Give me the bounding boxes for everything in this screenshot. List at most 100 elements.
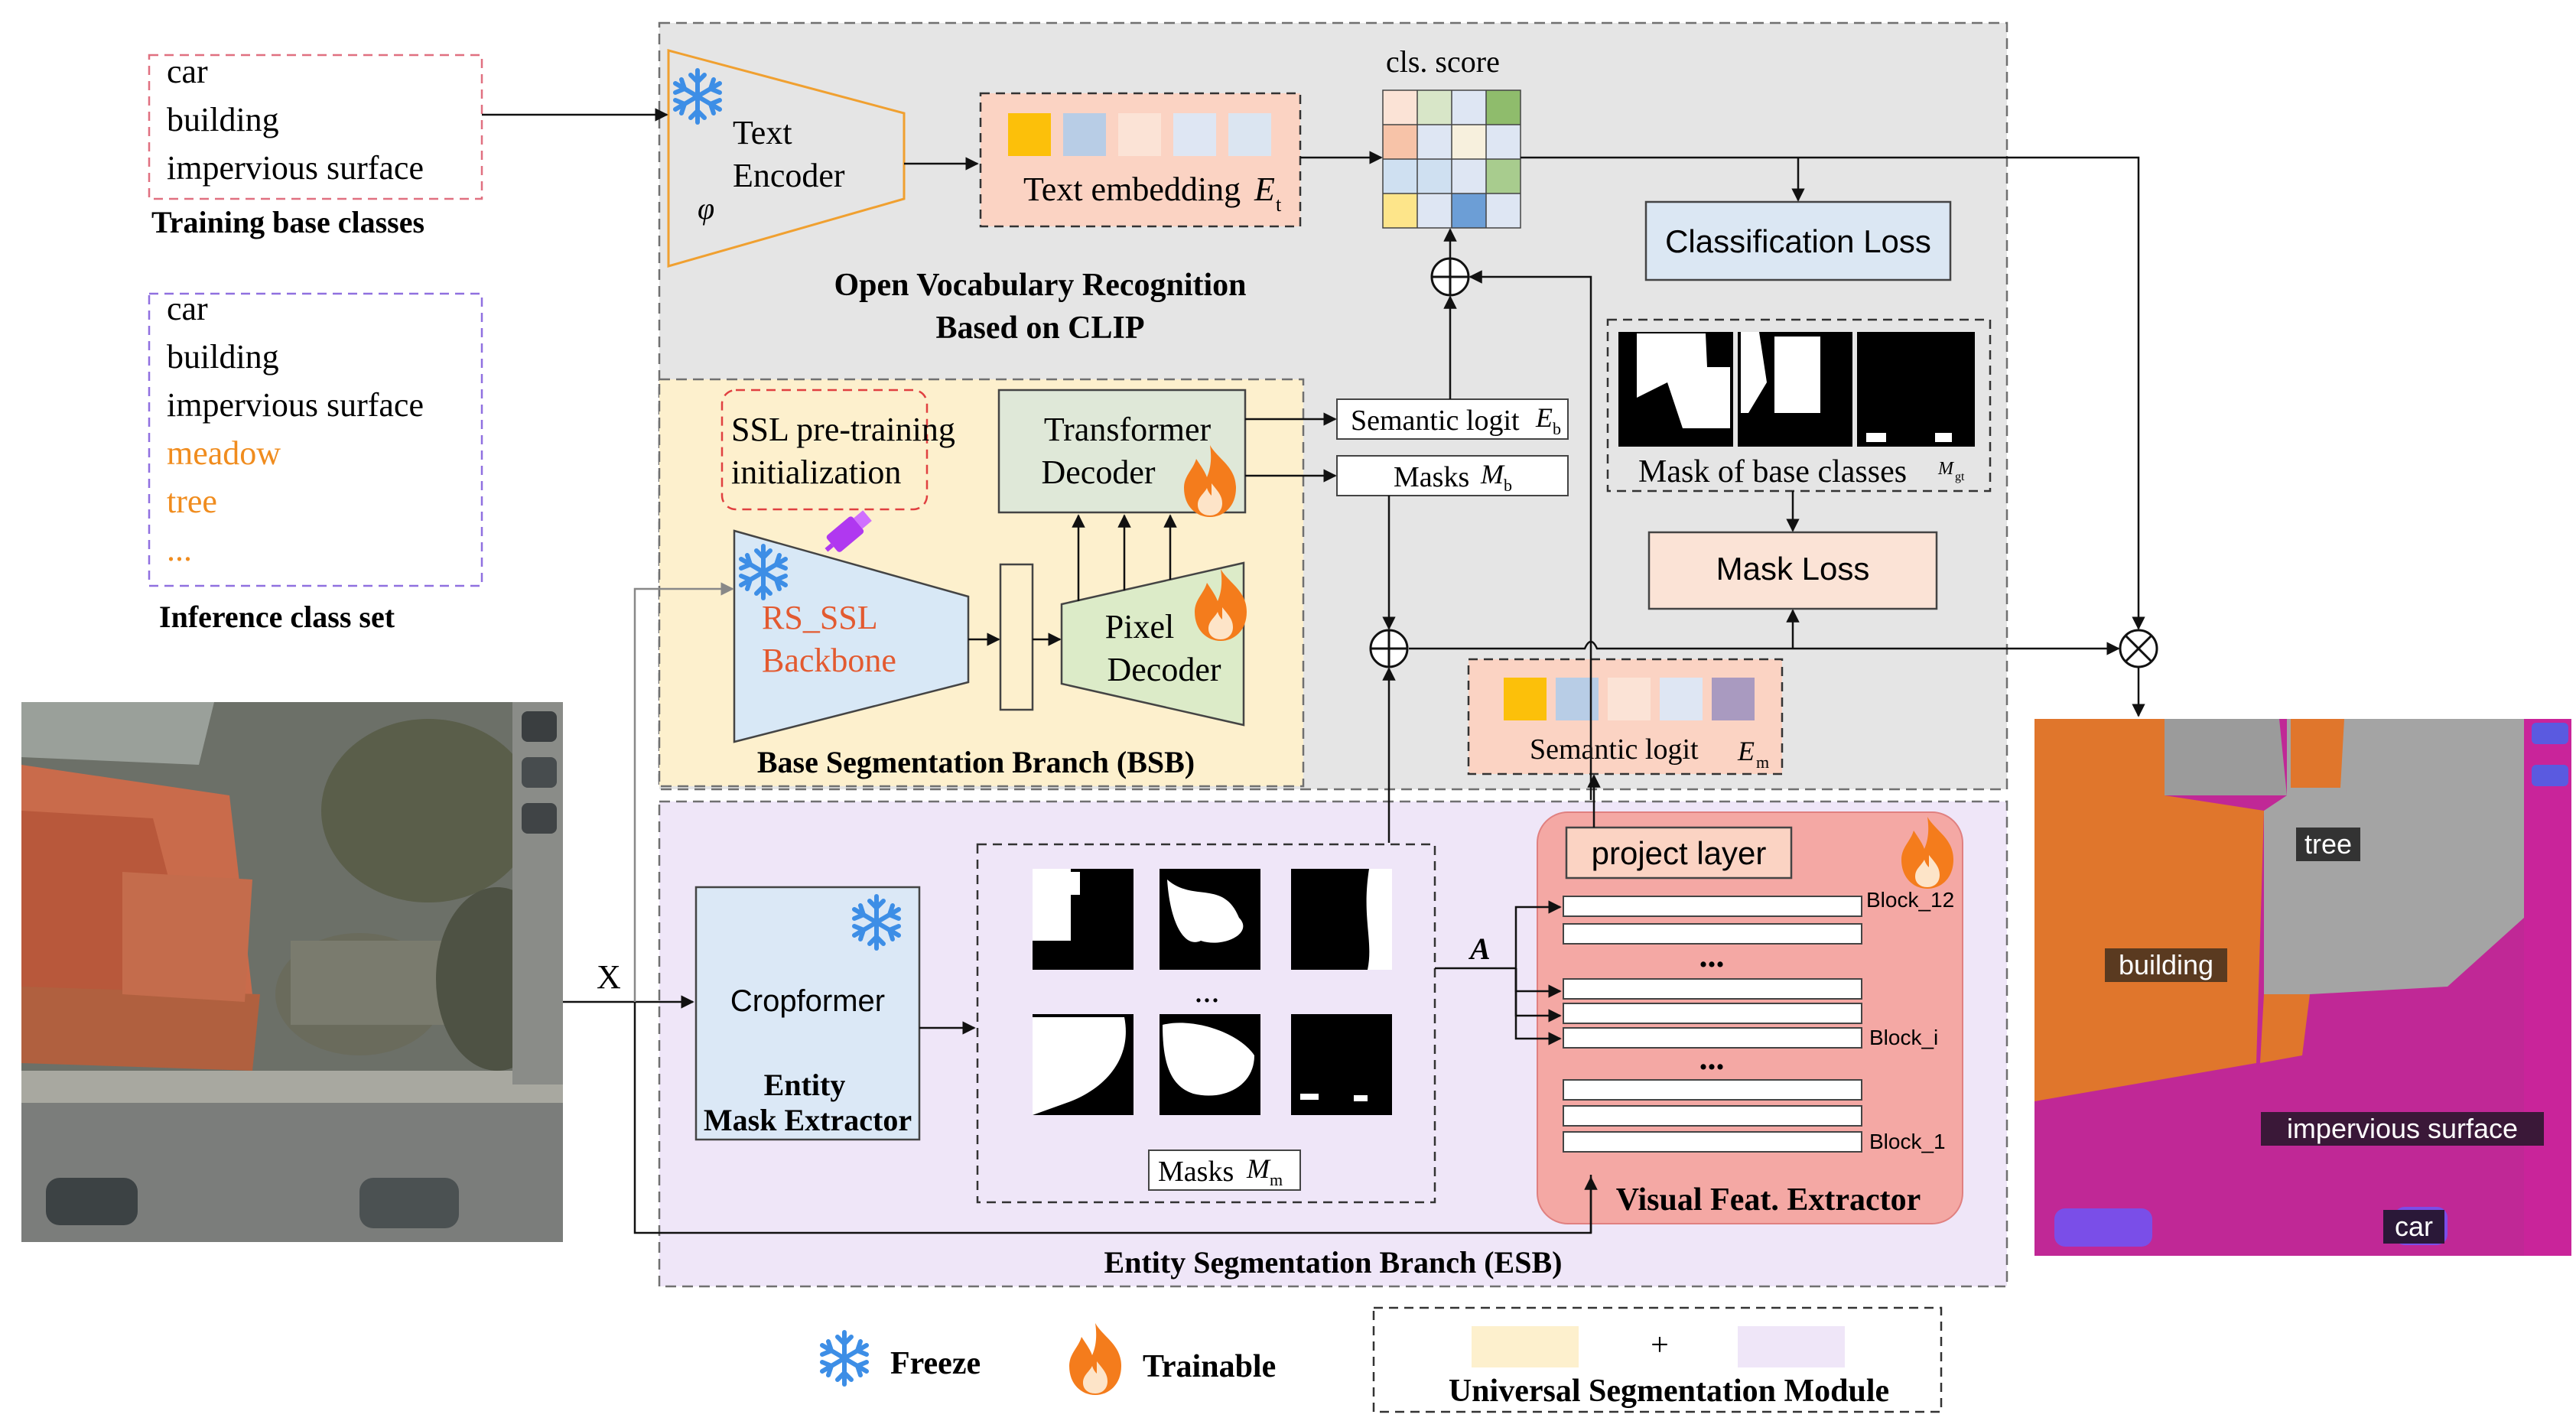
input-aerial-image — [21, 702, 563, 1242]
svg-text:b: b — [1553, 419, 1561, 438]
svg-text:Cropformer: Cropformer — [730, 984, 885, 1018]
embedding-cell — [1173, 113, 1216, 156]
svg-text:Mask Loss: Mask Loss — [1716, 551, 1870, 587]
svg-text:Classification Loss: Classification Loss — [1665, 223, 1931, 259]
transformer-block — [1563, 1105, 1862, 1127]
text-embedding-box: Text embedding E t — [979, 92, 1302, 228]
project-layer-box: project layer — [1565, 826, 1793, 880]
entity-mask-thumbnail — [1291, 1014, 1392, 1115]
output-label-tree: tree — [2296, 828, 2360, 861]
training-class-caption: Training base classes — [151, 205, 424, 239]
output-segmentation-image: tree building impervious surface car — [2034, 719, 2571, 1256]
legend: Freeze Trainable + Universal Segmentatio… — [822, 1306, 1943, 1413]
output-label-impervious: impervious surface — [2261, 1112, 2544, 1146]
mask-loss-box: Mask Loss — [1647, 531, 1938, 610]
svg-text:t: t — [1276, 193, 1282, 216]
transformer-decoder: Transformer Decoder — [997, 389, 1247, 517]
svg-text:Transformer: Transformer — [1044, 411, 1212, 448]
embedding-cell — [1228, 113, 1271, 156]
rs-ssl-backbone: RS_SSL Backbone — [733, 529, 970, 743]
svg-text:E: E — [1737, 736, 1755, 766]
svg-text:initialization: initialization — [731, 454, 901, 491]
svg-text:gt: gt — [1955, 470, 1965, 483]
svg-text:m: m — [1270, 1170, 1283, 1189]
svg-text:SSL pre-training: SSL pre-training — [731, 411, 955, 448]
logit-cell — [1712, 678, 1755, 720]
esb-color-swatch — [1738, 1326, 1845, 1367]
logit-cell — [1504, 678, 1547, 720]
inference-class-caption: Inference class set — [159, 600, 395, 634]
masks-mb-box: Masks M b — [1336, 455, 1569, 496]
svg-text:RS_SSL: RS_SSL — [762, 599, 878, 636]
mask-base-classes-box: Mask of base classes M gt — [1606, 318, 1992, 493]
clip-title-line2: Based on CLIP — [935, 311, 1144, 346]
bsb-title: Base Segmentation Branch (BSB) — [757, 745, 1195, 779]
entity-masks-box: ... Masks M m — [976, 843, 1436, 1204]
svg-text:Pixel: Pixel — [1105, 608, 1174, 645]
svg-text:Mask of base classes: Mask of base classes — [1638, 454, 1907, 489]
logit-cell — [1660, 678, 1703, 720]
encoder-symbol: φ — [698, 191, 714, 226]
semantic-logit-eb-box: Semantic logit E b — [1336, 398, 1569, 440]
training-class-item: building — [167, 101, 279, 138]
svg-text:m: m — [1756, 753, 1769, 772]
masks-ellipsis: ... — [1195, 972, 1220, 1010]
svg-text:E: E — [1535, 402, 1553, 433]
svg-text:M: M — [1246, 1153, 1271, 1184]
add-operator-top — [1430, 257, 1470, 297]
bsb-color-swatch — [1472, 1326, 1579, 1367]
legend-trainable-label: Trainable — [1143, 1349, 1276, 1384]
embedding-cell — [1118, 113, 1161, 156]
inference-class-item: car — [167, 290, 208, 327]
visual-feat-extractor: project layer ... ... Block_12 Block_i B… — [1537, 811, 1963, 1224]
esb-title: Entity Segmentation Branch (ESB) — [1104, 1245, 1563, 1280]
ssl-pretraining-box: SSL pre-training initialization — [720, 389, 955, 511]
svg-text:Text: Text — [733, 114, 792, 151]
gt-mask-thumbnail — [1857, 332, 1975, 447]
feature-map-block — [999, 563, 1034, 711]
novel-class-item: ... — [167, 531, 192, 568]
input-x-label: X — [597, 958, 621, 996]
svg-text:Decoder: Decoder — [1041, 454, 1155, 491]
transformer-block — [1563, 1027, 1862, 1049]
transformer-block — [1563, 1003, 1862, 1024]
inference-class-item: building — [167, 338, 279, 376]
svg-text:car: car — [2395, 1211, 2433, 1242]
freeze-snowflake-icon — [822, 1332, 867, 1384]
cls-score-label: cls. score — [1386, 44, 1500, 79]
svg-text:M: M — [1937, 459, 1955, 479]
novel-class-item: meadow — [167, 434, 281, 472]
svg-text:b: b — [1504, 476, 1512, 495]
visual-extractor-title: Visual Feat. Extractor — [1616, 1182, 1921, 1218]
a-label: A — [1468, 932, 1491, 966]
entity-mask-extractor: Cropformer Entity Mask Extractor — [694, 886, 921, 1141]
embedding-cell — [1008, 113, 1051, 156]
legend-freeze-label: Freeze — [890, 1346, 981, 1381]
multiply-operator — [2119, 629, 2158, 668]
block-i-label: Block_i — [1869, 1026, 1938, 1049]
block-12-label: Block_12 — [1866, 888, 1954, 912]
transformer-block — [1563, 1079, 1862, 1101]
cls-score-matrix — [1382, 89, 1521, 229]
svg-text:E: E — [1254, 171, 1275, 208]
svg-text:Masks: Masks — [1394, 461, 1469, 493]
connector-arrows — [482, 108, 2145, 1234]
novel-class-item: tree — [167, 483, 217, 520]
block-1-label: Block_1 — [1869, 1130, 1946, 1153]
transformer-block — [1563, 923, 1862, 945]
logit-cell — [1556, 678, 1599, 720]
ssl-usb-icon — [825, 510, 872, 552]
pixel-decoder: Pixel Decoder — [1060, 561, 1247, 727]
clip-title-line1: Open Vocabulary Recognition — [834, 268, 1246, 303]
svg-text:Encoder: Encoder — [733, 157, 845, 194]
training-class-item: car — [167, 53, 208, 90]
add-operator-bottom — [1369, 629, 1409, 668]
svg-text:Universal Segmentation Module: Universal Segmentation Module — [1449, 1374, 1889, 1409]
blocks-ellipsis: ... — [1699, 937, 1725, 974]
training-class-list: car building impervious surface — [148, 53, 483, 200]
svg-text:Entity: Entity — [764, 1068, 846, 1102]
backbone-input-arrow — [633, 582, 734, 1002]
svg-text:impervious surface: impervious surface — [2287, 1113, 2518, 1144]
inference-class-item: impervious surface — [167, 386, 424, 424]
svg-text:Backbone: Backbone — [762, 642, 896, 679]
